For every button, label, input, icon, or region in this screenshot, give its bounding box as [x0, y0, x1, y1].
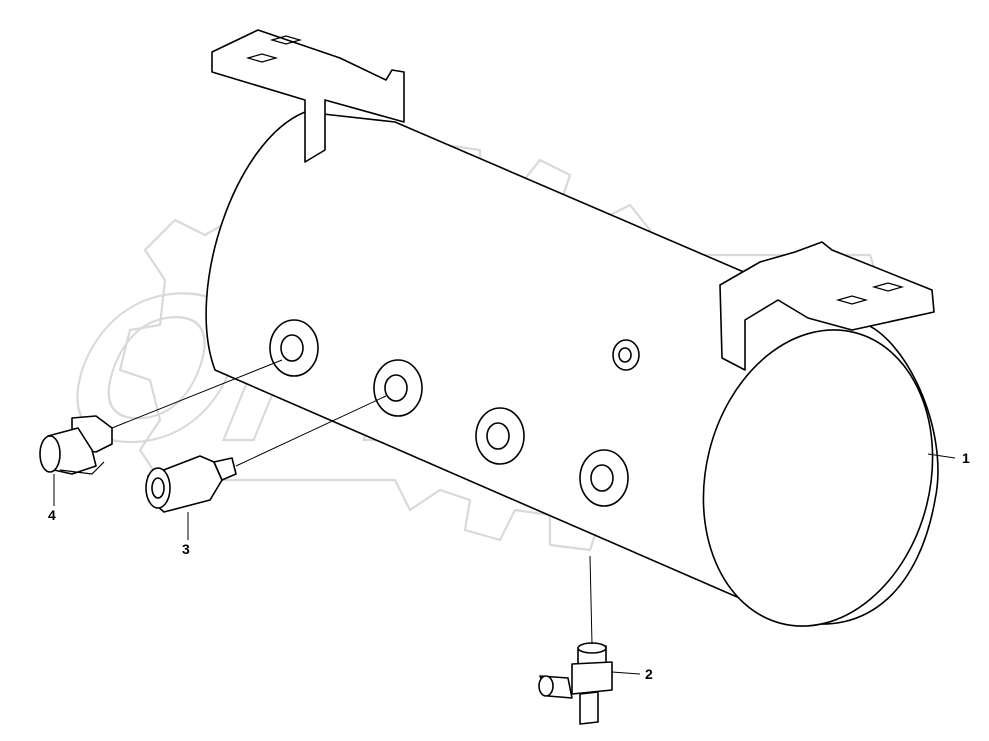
- fitting-straight: [145, 395, 387, 513]
- bracket-front-slot-1: [835, 295, 869, 305]
- tank-front-cap: [702, 329, 934, 627]
- callout-4: 4: [48, 507, 56, 523]
- bracket-front: [719, 241, 935, 371]
- port-plug-small: [612, 339, 640, 371]
- bracket-rear: [211, 29, 405, 163]
- leader-lines: [53, 453, 956, 675]
- port-boss-4: [579, 449, 629, 507]
- bracket-rear-slot-2: [269, 35, 303, 45]
- callout-1: 1: [962, 450, 970, 466]
- port-boss-2: [373, 359, 423, 417]
- bracket-front-slot-2: [871, 282, 905, 292]
- port-boss-3: [475, 407, 525, 465]
- drain-valve: [538, 642, 613, 725]
- fitting-elbow: [39, 359, 283, 475]
- bracket-rear-slot-1: [245, 53, 279, 63]
- callouts: 1 2 3 4: [48, 450, 970, 682]
- callout-3: 3: [182, 541, 190, 557]
- air-tank: [205, 29, 939, 627]
- callout-2: 2: [645, 666, 653, 682]
- port-boss-1: [269, 319, 319, 377]
